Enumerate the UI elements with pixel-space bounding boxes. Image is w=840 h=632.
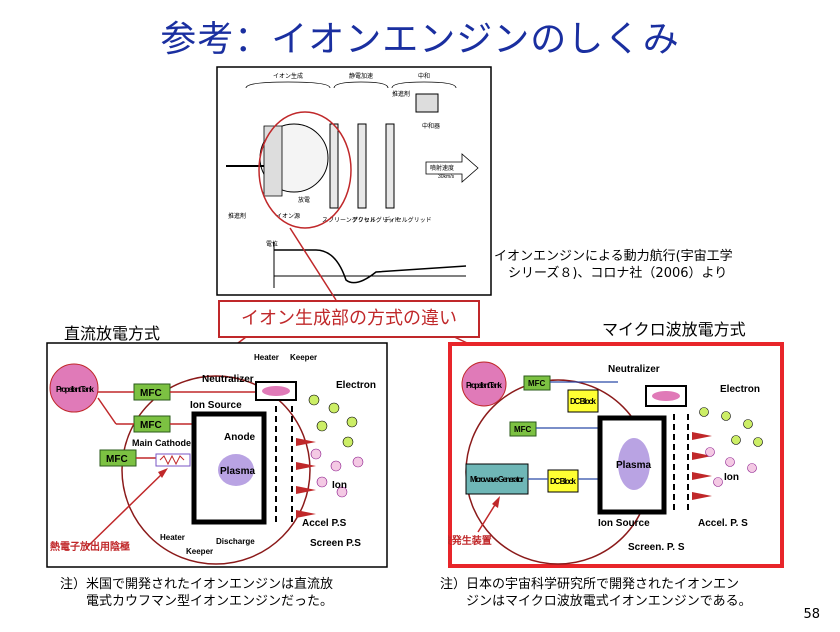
- region-accel-label: 静電加速: [349, 72, 373, 80]
- right-mfc-box-2: [509, 421, 537, 437]
- right-plasma-label: Plasma: [616, 460, 651, 471]
- dc-block-1: [567, 389, 599, 413]
- mfc-label-1: MFC: [140, 388, 162, 399]
- difference-label: イオン生成部の方式の違い: [218, 300, 480, 338]
- dc-discharge-diagram: Propellant Tank MFC MFC MFC Heater Keepe…: [46, 342, 388, 568]
- mfc-label-2: MFC: [140, 420, 162, 431]
- right-heading: マイクロ波放電方式: [602, 320, 746, 339]
- right-footnote-line2: ジンはマイクロ波放電式イオンエンジンである。: [466, 594, 752, 609]
- left-ion-source-label: Ion Source: [190, 400, 242, 411]
- left-footnote-line1: 注）米国で開発されたイオンエンジンは直流放: [60, 577, 334, 592]
- dc-block-label-2: DC Block: [550, 477, 577, 486]
- exhaust-speed-label: 30km/s: [438, 174, 455, 180]
- propellant-label: 推進剤: [228, 212, 246, 220]
- page-number: 58: [803, 607, 820, 622]
- right-ion-label: Ion: [724, 472, 739, 483]
- propellant-tank-label: Propellant Tank: [56, 385, 95, 394]
- source-reference-line2: シリーズ８)、コロナ社（2006）より: [508, 266, 728, 281]
- source-reference: イオンエンジンによる動力航行(宇宙工学 シリーズ８)、コロナ社（2006）より: [494, 248, 733, 282]
- neutralizer-label: 中和器: [422, 122, 440, 130]
- discharge-label: 放電: [298, 196, 310, 204]
- right-screen-ps-label: Screen. P. S: [628, 542, 685, 553]
- left-ion-label: Ion: [332, 480, 347, 491]
- right-mfc-box-1: [523, 375, 551, 391]
- right-mfc-label-1: MFC: [528, 379, 546, 388]
- region-ion-label: イオン生成: [273, 72, 303, 80]
- ion-engine-schematic: イオン生成 静電加速 中和 推進剤 イオン源 放電 スクリーングリッド アクセル…: [216, 66, 492, 296]
- left-heater-top-label: Heater: [254, 353, 279, 362]
- mfc-label-3: MFC: [106, 454, 128, 465]
- left-heater-bottom-label: Heater: [160, 533, 185, 542]
- left-keeper-bottom-label: Keeper: [186, 547, 213, 556]
- left-anode-label: Anode: [224, 432, 256, 443]
- dc-block-label-1: DC Block: [570, 397, 597, 406]
- right-footnote-line1: 注）日本の宇宙科学研究所で開発されたイオンエン: [440, 577, 740, 592]
- source-reference-line1: イオンエンジンによる動力航行(宇宙工学: [494, 249, 733, 264]
- left-screen-ps-label: Screen P.S: [310, 538, 361, 549]
- cathode-note: 熱電子放出用陰極: [50, 540, 130, 553]
- region-neutral-label: 中和: [418, 72, 430, 80]
- left-plasma-label: Plasma: [220, 466, 255, 477]
- left-heading: 直流放電方式: [64, 324, 161, 343]
- left-neutralizer-label: Neutralizer: [202, 374, 254, 385]
- left-footnote: 注）米国で開発されたイオンエンジンは直流放 電式カウフマン型イオンエンジンだった…: [60, 576, 333, 610]
- exhaust-label: 噴射速度: [430, 164, 454, 172]
- right-footnote: 注）日本の宇宙科学研究所で開発されたイオンエン ジンはマイクロ波放電式イオンエン…: [440, 576, 752, 610]
- dc-block-2: [547, 469, 579, 493]
- left-footnote-line2: 電式カウフマン型イオンエンジンだった。: [86, 594, 334, 609]
- right-mfc-label-2: MFC: [514, 425, 532, 434]
- left-main-cathode-label: Main Cathode: [132, 438, 191, 448]
- screen-grid-label: スクリーングリッド: [322, 216, 376, 224]
- ion-source-label: イオン源: [276, 212, 300, 220]
- left-discharge-label: Discharge: [216, 537, 255, 546]
- left-electron-label: Electron: [336, 380, 376, 391]
- page-title: 参考：イオンエンジンのしくみ: [160, 19, 680, 60]
- right-propellant-tank-label: Propellant Tank: [466, 381, 503, 390]
- decel-grid-label: ディセルグリッド: [384, 216, 432, 224]
- left-accel-ps-label: Accel P.S: [302, 518, 347, 529]
- right-electron-label: Electron: [720, 384, 760, 395]
- right-ion-source-label: Ion Source: [598, 518, 650, 529]
- microwave-note: マイクロ波発生装置: [448, 534, 492, 547]
- right-neutralizer-label: Neutralizer: [608, 364, 660, 375]
- right-accel-ps-label: Accel. P. S: [698, 518, 748, 529]
- microwave-label: Microwave Generator: [470, 475, 524, 484]
- potential-label: 電位: [266, 240, 278, 248]
- left-keeper-top-label: Keeper: [290, 353, 317, 362]
- microwave-discharge-diagram: Propellant Tank MFC MFC DC Block DC Bloc…: [448, 342, 784, 568]
- accel-grid-label: アクセルグリッド: [352, 216, 400, 224]
- propellant2-label: 推進剤: [392, 90, 410, 98]
